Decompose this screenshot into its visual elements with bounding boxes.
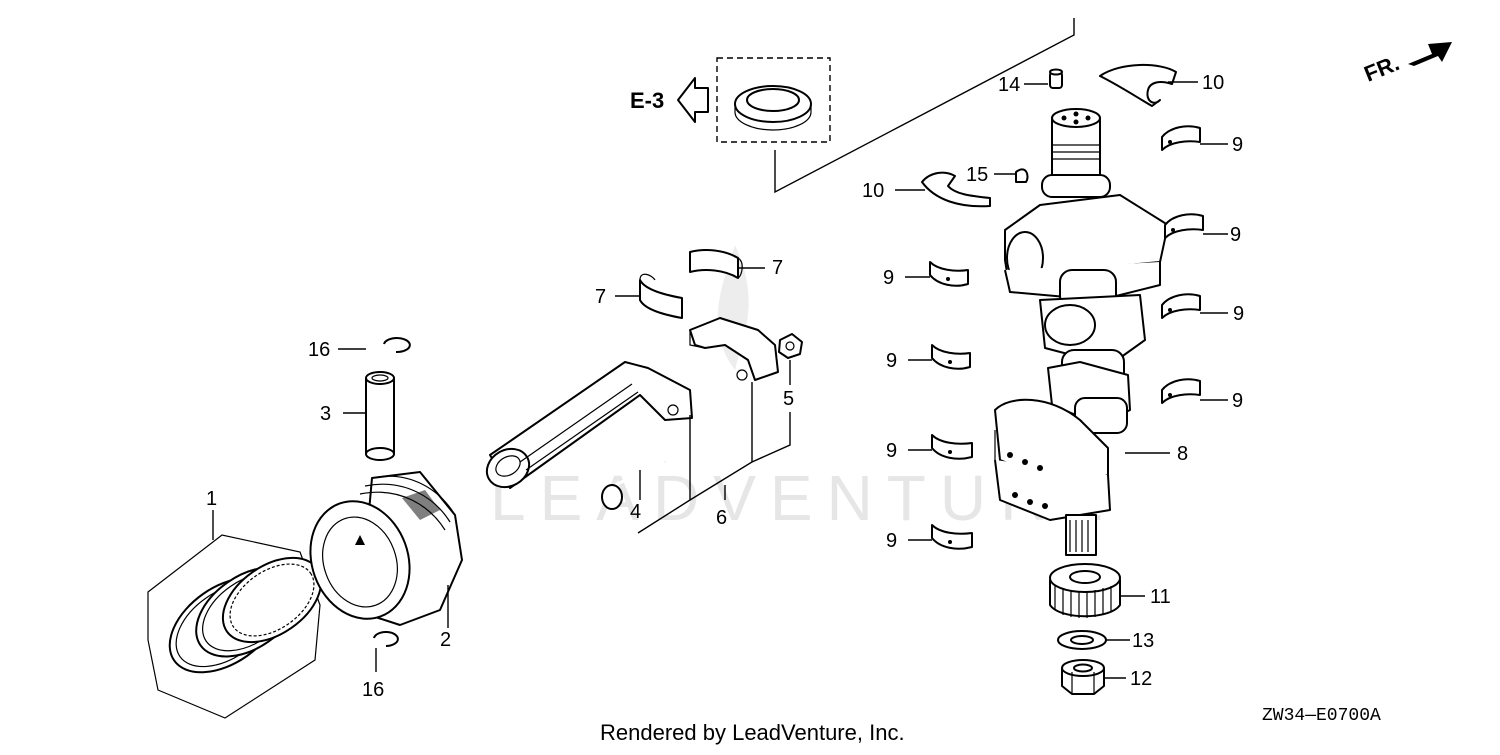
callout-16a: 16 <box>308 339 330 361</box>
reference-label: E-3 <box>630 88 664 113</box>
callout-9g: 9 <box>1233 303 1244 325</box>
timing-gear[interactable] <box>1049 563 1121 618</box>
connecting-rod-bearing-lower[interactable] <box>639 273 683 319</box>
main-bearing-right-4[interactable] <box>1161 378 1201 404</box>
callout-16b: 16 <box>362 679 384 701</box>
front-label: FR. <box>1361 50 1403 86</box>
piston-pin-clip-bottom[interactable] <box>373 631 399 647</box>
callout-12: 12 <box>1130 668 1152 690</box>
main-bearing-right-2[interactable] <box>1164 213 1204 239</box>
callout-7b: 7 <box>772 257 783 279</box>
crankshaft[interactable] <box>994 108 1169 556</box>
main-bearing-right-1[interactable] <box>1161 125 1201 151</box>
callout-15: 15 <box>966 164 988 186</box>
footer-credit: Rendered by LeadVenture, Inc. <box>600 720 905 745</box>
callout-9c: 9 <box>886 440 897 462</box>
dowel-pin[interactable] <box>1049 68 1063 89</box>
crankshaft-washer[interactable] <box>1057 630 1107 650</box>
ring-set-outline <box>147 534 321 719</box>
callout-9e: 9 <box>1232 134 1243 156</box>
main-bearing-left-4[interactable] <box>931 524 973 550</box>
oil-seal-leader <box>774 18 1075 194</box>
thrust-washer-top[interactable] <box>1099 64 1177 107</box>
woodruff-key[interactable] <box>1015 168 1029 183</box>
front-direction-indicator: FR. <box>1361 42 1452 87</box>
callout-5: 5 <box>783 388 794 410</box>
piston-pin-clip-top[interactable] <box>383 337 411 354</box>
connecting-rod-cap[interactable] <box>689 317 779 381</box>
callout-11: 11 <box>1150 586 1171 608</box>
callout-9f: 9 <box>1230 224 1241 246</box>
callout-8: 8 <box>1177 443 1188 465</box>
front-arrow-icon <box>1408 42 1452 66</box>
piston-ring-set[interactable] <box>147 534 337 719</box>
main-bearing-left-3[interactable] <box>931 434 973 460</box>
connecting-rod-nut[interactable] <box>778 333 803 359</box>
callout-13: 13 <box>1132 630 1154 652</box>
callout-1: 1 <box>206 488 217 510</box>
callout-7a: 7 <box>595 286 606 308</box>
oil-seal-group <box>716 57 831 143</box>
callout-2: 2 <box>440 629 451 651</box>
main-bearing-left-2[interactable] <box>931 344 971 370</box>
thrust-washer-lower[interactable] <box>921 171 991 208</box>
reference-arrow-icon <box>677 77 709 123</box>
main-bearing-left-1[interactable] <box>929 261 969 287</box>
callout-4: 4 <box>630 501 641 523</box>
piston-pin[interactable] <box>365 371 395 461</box>
connecting-rod[interactable] <box>480 361 693 495</box>
callout-14: 14 <box>998 74 1020 96</box>
callout-6: 6 <box>716 507 727 529</box>
oil-seal-box <box>716 57 831 143</box>
main-bearing-right-3[interactable] <box>1161 293 1201 319</box>
piston[interactable] <box>294 471 463 633</box>
callout-9a: 9 <box>883 267 894 289</box>
callout-10b: 10 <box>862 180 884 202</box>
callout-10a: 10 <box>1202 72 1224 94</box>
crankshaft-nut[interactable] <box>1061 659 1105 695</box>
connecting-rod-bearing-upper[interactable] <box>689 249 743 279</box>
callout-3: 3 <box>320 403 331 425</box>
callout-9h: 9 <box>1232 390 1243 412</box>
callout-9d: 9 <box>886 530 897 552</box>
callout-9b: 9 <box>886 350 897 372</box>
diagram-code: ZW34—E0700A <box>1262 706 1381 726</box>
leader-6-right <box>751 412 791 463</box>
